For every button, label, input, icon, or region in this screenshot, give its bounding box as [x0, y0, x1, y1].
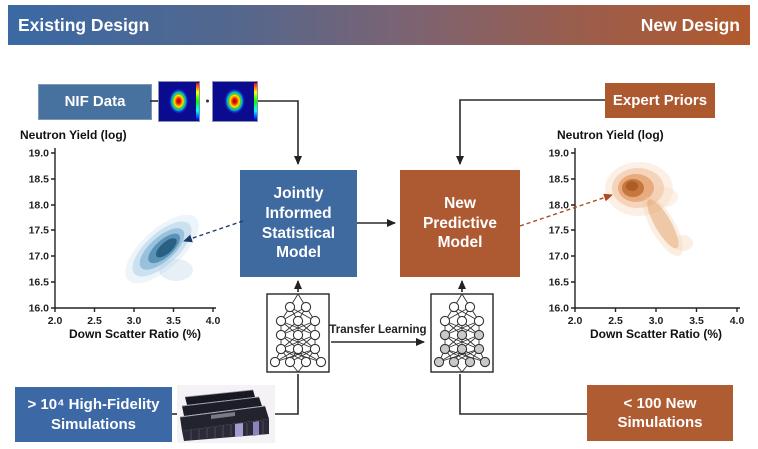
y-tick-label: 19.0 [549, 148, 570, 160]
new-sims-label: < 100 New Simulations [617, 394, 703, 431]
density-blob-tail [159, 259, 193, 281]
y-tick-label: 16.0 [549, 303, 570, 315]
nif-image-icon [158, 81, 200, 122]
nif-image-icon [212, 81, 258, 122]
x-tick-label: 4.0 [730, 315, 745, 327]
x-tick-label: 2.5 [608, 315, 623, 327]
y-tick-label: 17.0 [549, 251, 570, 263]
joint-statistical-model-box: Jointly Informed Statistical Model [240, 170, 357, 277]
transfer-learning-label: Transfer Learning [329, 324, 427, 336]
connector-newsims-to-nn-right [459, 374, 587, 415]
new-design-title: New Design [640, 15, 740, 35]
colorbar-icon [254, 83, 257, 120]
heatmap-blob [216, 83, 254, 120]
new-density-plot: Neutron Yield (log) 19.0 18.5 18.0 17.5 [549, 128, 745, 341]
joint-model-label: Jointly Informed Statistical Model [261, 184, 336, 262]
new-simulations-box: < 100 New Simulations [587, 385, 733, 441]
density-blob-orange [605, 162, 693, 257]
y-tick-label: 18.0 [549, 200, 570, 212]
x-axis-label: Down Scatter Ratio (%) [590, 327, 722, 341]
neural-network-icon-existing [266, 293, 330, 373]
density-blob-blue [125, 214, 199, 284]
y-tick-label: 17.0 [29, 251, 50, 263]
new-model-label: New Predictive Model [422, 194, 498, 252]
x-tick-label: 3.0 [649, 315, 664, 327]
y-tick-label: 18.5 [549, 174, 570, 186]
x-tick-label: 3.0 [127, 315, 142, 327]
expert-priors-box: Expert Priors [605, 83, 715, 118]
y-tick-label: 17.5 [29, 225, 50, 237]
colorbar-icon [196, 83, 199, 120]
image-separator-dot [206, 99, 209, 103]
y-tick-label: 16.5 [549, 277, 570, 289]
nif-data-box: NIF Data [38, 84, 152, 120]
x-tick-label: 3.5 [689, 315, 704, 327]
y-tick-label: 16.0 [29, 303, 50, 315]
x-tick-label: 2.5 [87, 315, 102, 327]
plot-title: Neutron Yield (log) [20, 128, 127, 142]
heatmap-blob [162, 83, 196, 120]
existing-density-plot: Neutron Yield (log) 19.0 18.5 18.0 17.5 … [20, 128, 221, 341]
y-tick-label: 19.0 [29, 148, 50, 160]
neural-network-icon-new [430, 293, 494, 373]
x-tick-label: 3.5 [166, 315, 181, 327]
y-tick-label: 17.5 [549, 225, 570, 237]
x-axis-label: Down Scatter Ratio (%) [69, 327, 201, 341]
header-banner: Existing Design New Design [8, 5, 750, 45]
connector-sims-to-nn-left [275, 374, 299, 415]
high-fidelity-simulations-box: > 10⁴ High-Fidelity Simulations [15, 387, 172, 442]
connector-nifdata-to-jointmodel [258, 100, 302, 165]
expert-priors-label: Expert Priors [612, 91, 708, 109]
x-tick-label: 2.0 [568, 315, 583, 327]
supercomputer-image [177, 385, 275, 443]
existing-design-title: Existing Design [18, 15, 150, 35]
new-predictive-model-box: New Predictive Model [400, 170, 520, 277]
hifi-sims-label: > 10⁴ High-Fidelity Simulations [27, 396, 160, 433]
y-tick-label: 18.5 [29, 174, 50, 186]
plot-axes [51, 148, 216, 312]
plot-title: Neutron Yield (log) [557, 128, 664, 142]
y-tick-label: 18.0 [29, 200, 50, 212]
x-tick-label: 4.0 [206, 315, 221, 327]
x-tick-label: 2.0 [48, 315, 63, 327]
y-tick-label: 16.5 [29, 277, 50, 289]
nif-data-label: NIF Data [64, 93, 126, 111]
